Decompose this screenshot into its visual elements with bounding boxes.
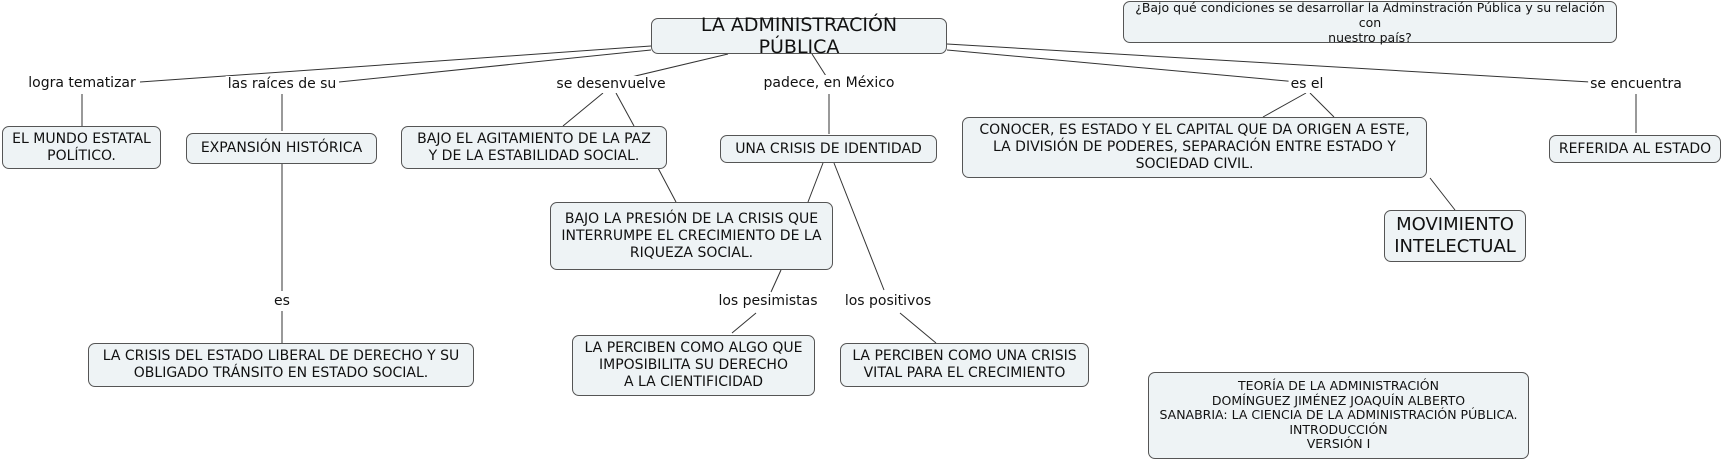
- link-label-es: es: [272, 293, 292, 310]
- main-concept-node[interactable]: LA ADMINISTRACIÓN PÚBLICA: [651, 14, 947, 58]
- link-label-los-positivos: los positivos: [842, 293, 934, 310]
- link-label-es-el: es el: [1288, 76, 1326, 93]
- link-label-los-pesimistas: los pesimistas: [716, 293, 820, 310]
- focus-question-node[interactable]: ¿Bajo qué condiciones se desarrollar la …: [1123, 0, 1617, 45]
- node-mundo-estatal[interactable]: EL MUNDO ESTATAL POLÍTICO.: [2, 126, 161, 169]
- node-crisis-vital[interactable]: LA PERCIBEN COMO UNA CRISIS VITAL PARA E…: [840, 343, 1089, 387]
- node-expansion-historica[interactable]: EXPANSIÓN HISTÓRICA: [186, 133, 377, 164]
- link-label-padece: padece, en México: [761, 75, 897, 92]
- link-label-logra-tematizar: logra tematizar: [26, 75, 138, 92]
- node-imposibilita-cientificidad[interactable]: LA PERCIBEN COMO ALGO QUE IMPOSIBILITA S…: [572, 335, 815, 396]
- node-movimiento-intelectual[interactable]: MOVIMIENTO INTELECTUAL: [1384, 210, 1526, 262]
- node-crisis-identidad[interactable]: UNA CRISIS DE IDENTIDAD: [720, 135, 937, 163]
- link-label-las-raices: las raíces de su: [225, 76, 339, 93]
- node-referida-al-estado[interactable]: REFERIDA AL ESTADO: [1549, 135, 1721, 163]
- link-label-se-desenvuelve: se desenvuelve: [554, 76, 668, 93]
- node-agitamiento[interactable]: BAJO EL AGITAMIENTO DE LA PAZ Y DE LA ES…: [401, 126, 667, 169]
- link-label-se-encuentra: se encuentra: [1588, 76, 1684, 93]
- node-conocer[interactable]: CONOCER, ES ESTADO Y EL CAPITAL QUE DA O…: [962, 117, 1427, 178]
- node-crisis-estado-liberal[interactable]: LA CRISIS DEL ESTADO LIBERAL DE DERECHO …: [88, 343, 474, 387]
- node-presion-crisis[interactable]: BAJO LA PRESIÓN DE LA CRISIS QUE INTERRU…: [550, 202, 833, 270]
- credits-node[interactable]: TEORÍA DE LA ADMINISTRACIÓN DOMÍNGUEZ JI…: [1148, 372, 1529, 459]
